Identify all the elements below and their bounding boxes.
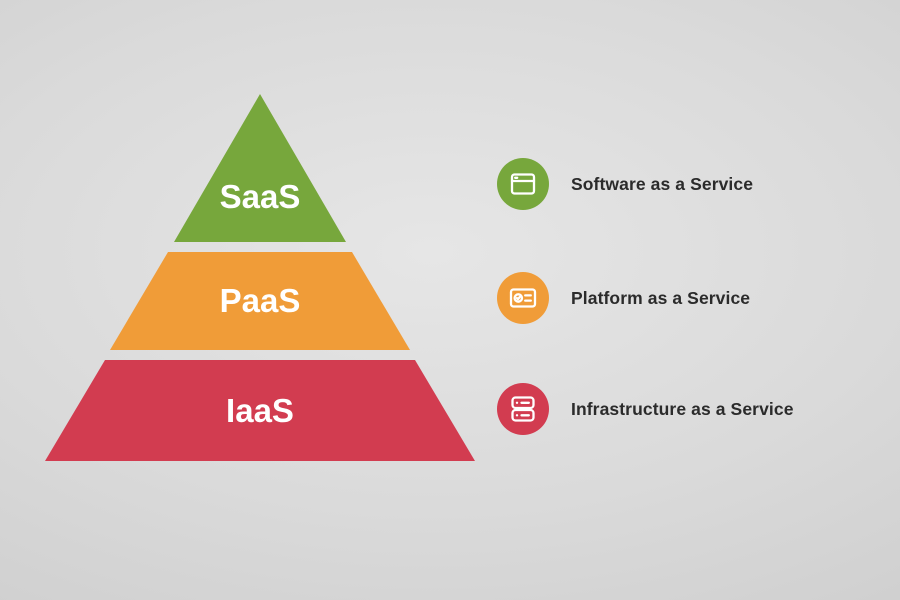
tier-label-saas: SaaS: [220, 178, 301, 215]
legend-label-paas: Platform as a Service: [571, 287, 751, 308]
pyramid-tier-paas: [110, 252, 410, 350]
legend-label-saas: Software as a Service: [571, 173, 754, 194]
browser-window-icon: [510, 173, 536, 195]
iaas-legend-badge: [497, 383, 549, 435]
server-stack-icon: [511, 396, 535, 422]
tier-label-paas: PaaS: [220, 282, 301, 319]
legend-item-iaas: Infrastructure as a Service: [497, 383, 794, 435]
pyramid-tier-saas: [174, 94, 346, 242]
tier-label-iaas: IaaS: [226, 392, 294, 429]
legend: Software as a Service Platform as a Serv…: [497, 0, 887, 600]
pyramid-tier-iaas: [45, 360, 475, 461]
legend-item-paas: Platform as a Service: [497, 272, 750, 324]
control-card-icon: [509, 288, 537, 308]
saas-badge-circle: [497, 158, 549, 210]
saas-legend-badge: [497, 158, 549, 210]
legend-label-iaas: Infrastructure as a Service: [571, 398, 794, 419]
paas-legend-badge: [497, 272, 549, 324]
legend-item-saas: Software as a Service: [497, 158, 753, 210]
